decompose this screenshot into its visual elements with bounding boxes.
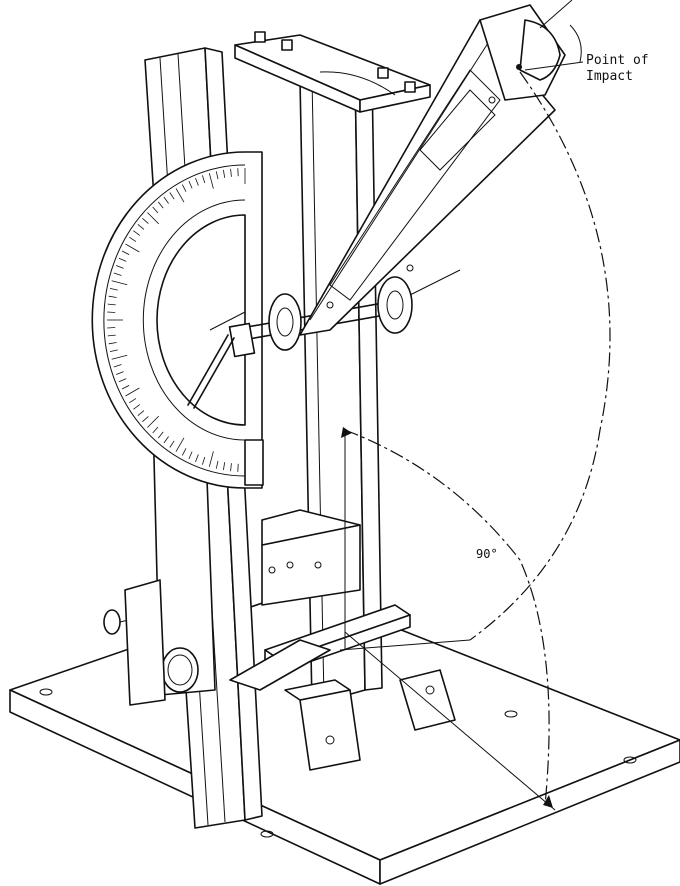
dial-tick: [142, 416, 149, 422]
dial-tick: [108, 295, 117, 298]
swing-arc: [341, 71, 611, 811]
dial-tick: [111, 280, 128, 286]
dial-tick: [133, 404, 141, 410]
label-impact: Impact: [586, 69, 633, 84]
dial-tick: [107, 303, 116, 306]
dial-tick: [147, 415, 159, 428]
dial-tick: [142, 218, 149, 224]
scale-dial: [91, 151, 264, 489]
dial-tick: [152, 426, 159, 434]
dial-tick: [109, 349, 118, 352]
handwheels: [103, 579, 199, 706]
dial-tick: [202, 175, 206, 184]
dial-tick: [208, 451, 214, 467]
label-angle-90: 90°: [476, 547, 498, 561]
leader-lines: [339, 0, 584, 651]
dial-tick: [215, 460, 219, 469]
dial-tick: [147, 212, 159, 225]
dial-tick: [163, 196, 169, 204]
dial-tick: [152, 206, 159, 214]
label-point-of: Point of: [586, 53, 649, 68]
dial-tick: [113, 272, 122, 276]
dial-tick: [163, 436, 169, 444]
dial-tick: [107, 327, 116, 329]
dial-tick: [118, 378, 127, 383]
dial-tick: [223, 462, 226, 471]
dial-tick: [208, 173, 214, 189]
dial-tick: [111, 354, 128, 360]
dial-tick: [157, 201, 164, 209]
anvil-assembly: [229, 509, 456, 771]
dial-tick: [195, 177, 199, 186]
dial-tick: [181, 184, 187, 192]
dial-ticks: [107, 168, 246, 472]
top-crosshead: [234, 31, 431, 113]
dial-tick: [129, 398, 137, 404]
dial-tick: [121, 250, 130, 255]
dial-tick: [188, 180, 193, 189]
dial-tick: [157, 431, 164, 439]
dial-tick: [175, 188, 185, 203]
dial-tick: [125, 243, 140, 253]
dial-tick: [129, 236, 137, 242]
dial-tick: [169, 192, 175, 200]
dial-tick: [137, 410, 145, 417]
dial-tick: [188, 451, 193, 460]
dial-tick: [215, 171, 219, 180]
dial-tick: [107, 334, 116, 337]
dial-tick: [121, 385, 130, 390]
dial-tick: [116, 265, 124, 269]
dial-tick: [223, 169, 226, 178]
dial-tick: [202, 456, 206, 465]
dial-tick: [175, 437, 185, 452]
dial-tick: [118, 257, 127, 262]
dial-tick: [133, 230, 141, 236]
dial-tick: [109, 288, 118, 291]
dial-tick: [125, 387, 140, 397]
striker-head: [479, 4, 566, 101]
dial-tick: [116, 371, 124, 375]
dial-tick: [169, 440, 175, 448]
dial-tick: [108, 342, 117, 345]
dial-tick: [113, 364, 122, 368]
dial-tick: [230, 463, 232, 472]
dial-tick: [137, 223, 145, 230]
dial-tick: [107, 311, 116, 313]
dial-tick: [230, 168, 232, 177]
pendulum-arm: [299, 19, 556, 336]
dial-tick: [195, 454, 199, 463]
dial-tick: [181, 448, 187, 456]
